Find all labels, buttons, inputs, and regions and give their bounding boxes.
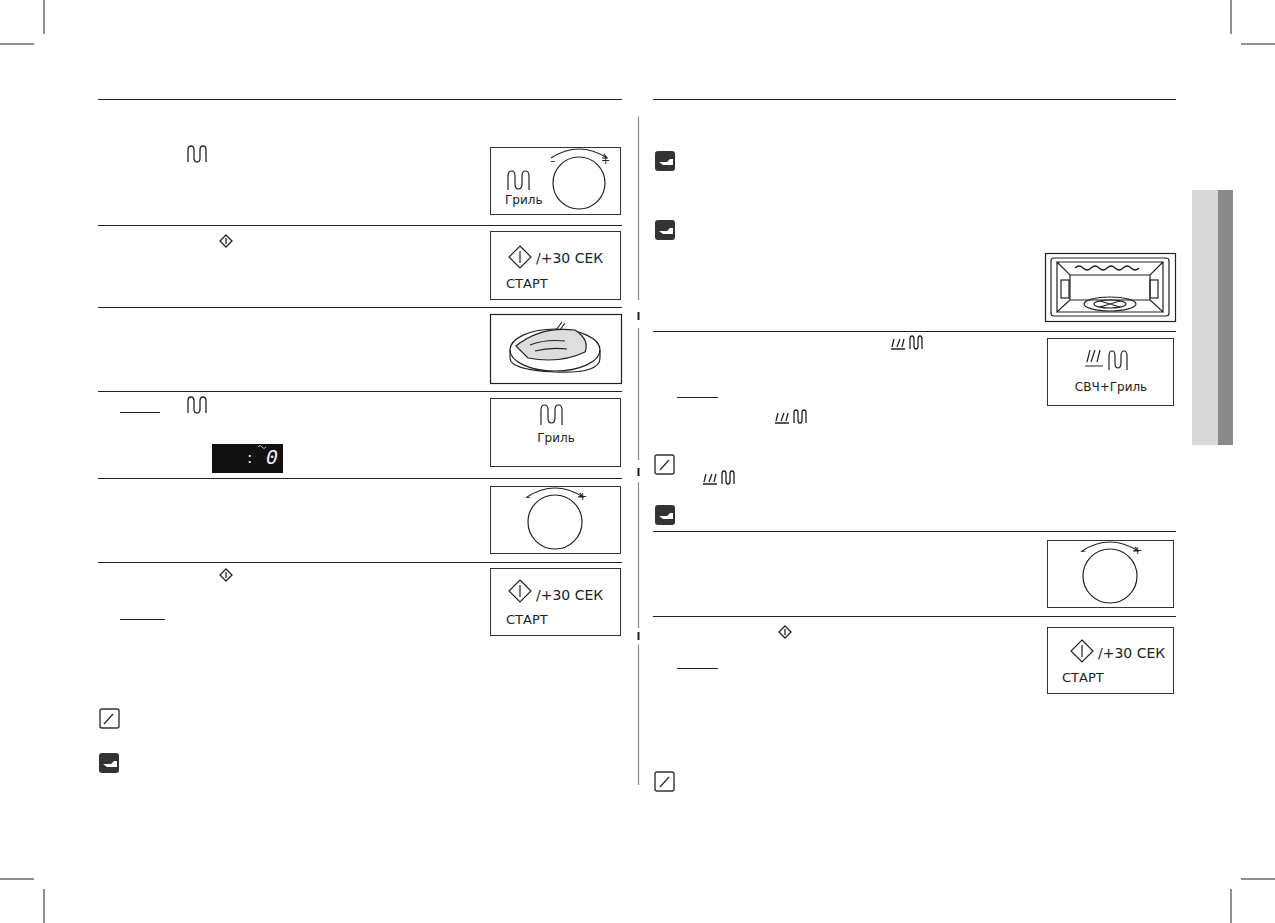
- button-label: /+30 СЕК: [1098, 646, 1165, 660]
- button-label: /+30 СЕК: [536, 588, 603, 602]
- button-label: Гриль: [505, 194, 542, 206]
- dial-plus: +: [1133, 545, 1142, 556]
- lcd-colon: :: [247, 450, 252, 466]
- start-button-panel: /+30 СЕК СТАРТ: [490, 231, 621, 300]
- button-label: Гриль: [537, 432, 574, 444]
- combi-button-panel: СВЧ+Гриль: [1047, 338, 1174, 406]
- start-button-panel: /+30 СЕК СТАРТ: [490, 568, 621, 636]
- dial-panel: –+: [490, 486, 621, 554]
- button-label: СТАРТ: [1062, 671, 1104, 684]
- button-label: СТАРТ: [506, 613, 548, 626]
- dial-minus: –: [525, 491, 531, 502]
- grill-button-panel: Гриль – +: [490, 147, 621, 215]
- dial-minus: –: [1080, 545, 1086, 556]
- button-label: /+30 СЕК: [536, 251, 603, 265]
- button-label: СВЧ+Гриль: [1075, 381, 1147, 393]
- start-button-panel: /+30 СЕК СТАРТ: [1047, 627, 1174, 694]
- button-label: СТАРТ: [506, 277, 548, 290]
- dial-plus: +: [578, 491, 587, 502]
- lcd-digit: 0: [266, 447, 278, 467]
- dial-minus: –: [550, 155, 556, 166]
- dial-panel: –+: [1047, 540, 1174, 608]
- grill-button-panel: Гриль: [490, 398, 621, 467]
- dial-plus: +: [601, 155, 610, 166]
